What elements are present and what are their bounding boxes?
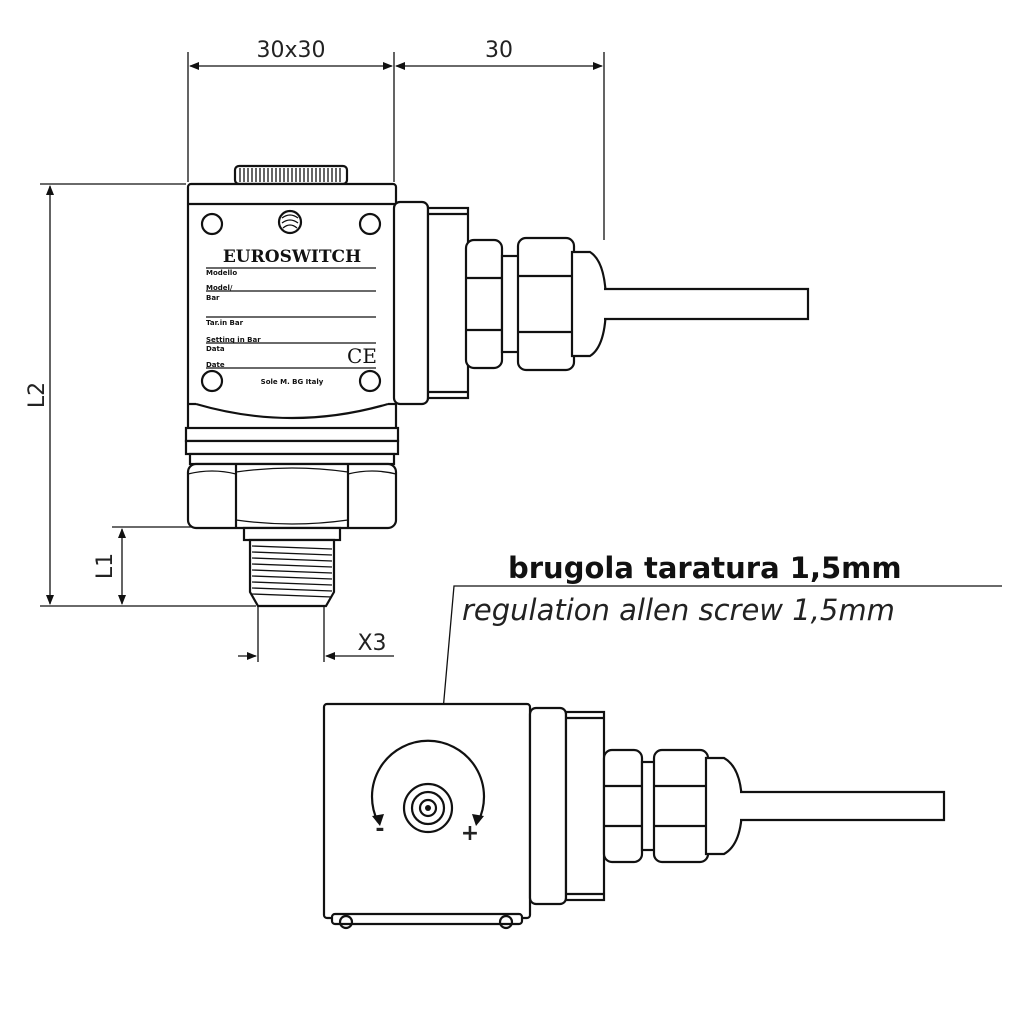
screw-bottom-left <box>200 369 224 393</box>
ce-mark: CE <box>347 344 377 368</box>
regulation-note: brugola taratura 1,5mm regulation allen … <box>435 551 1002 791</box>
plus-sign: + <box>461 821 479 846</box>
dim-width-connector-label: 30 <box>485 38 513 63</box>
made-in-label: Sole M. BG Italy <box>261 378 324 386</box>
screw-top-right <box>358 212 382 236</box>
dim-height-total-label: L2 <box>25 382 50 408</box>
bottom-connector <box>528 706 946 906</box>
dim-height-thread-label: L1 <box>93 553 118 579</box>
dimension-top: 30x30 30 <box>187 38 605 240</box>
dim-thread-width-label: X3 <box>357 631 386 656</box>
side-connector <box>392 200 810 406</box>
brand-label: EUROSWITCH <box>223 247 361 267</box>
euroswitch-logo-icon <box>277 209 303 235</box>
field-data: Data <box>206 345 225 353</box>
threaded-stem <box>242 526 342 608</box>
screw-top-left <box>200 212 224 236</box>
bottom-view: - + <box>322 702 946 930</box>
note-subtitle: regulation allen screw 1,5mm <box>462 593 895 627</box>
field-modello: Modello <box>206 269 237 277</box>
top-knob <box>233 164 349 186</box>
field-setting: Setting in Bar <box>206 336 261 344</box>
minus-sign: - <box>375 817 384 842</box>
screw-bottom-right <box>358 369 382 393</box>
dimension-thread-width: X3 <box>238 606 394 662</box>
front-view: EUROSWITCH Modello Model/ Bar Tar.in Bar… <box>184 164 810 608</box>
field-date: Date <box>206 361 225 369</box>
note-title: brugola taratura 1,5mm <box>508 551 902 585</box>
field-tar: Tar.in Bar <box>206 319 244 327</box>
hex-nut <box>186 462 398 530</box>
field-model: Model/ <box>206 284 233 292</box>
regulation-screw-icon <box>370 739 486 834</box>
dim-width-body-label: 30x30 <box>256 38 325 63</box>
field-bar: Bar <box>206 294 220 302</box>
